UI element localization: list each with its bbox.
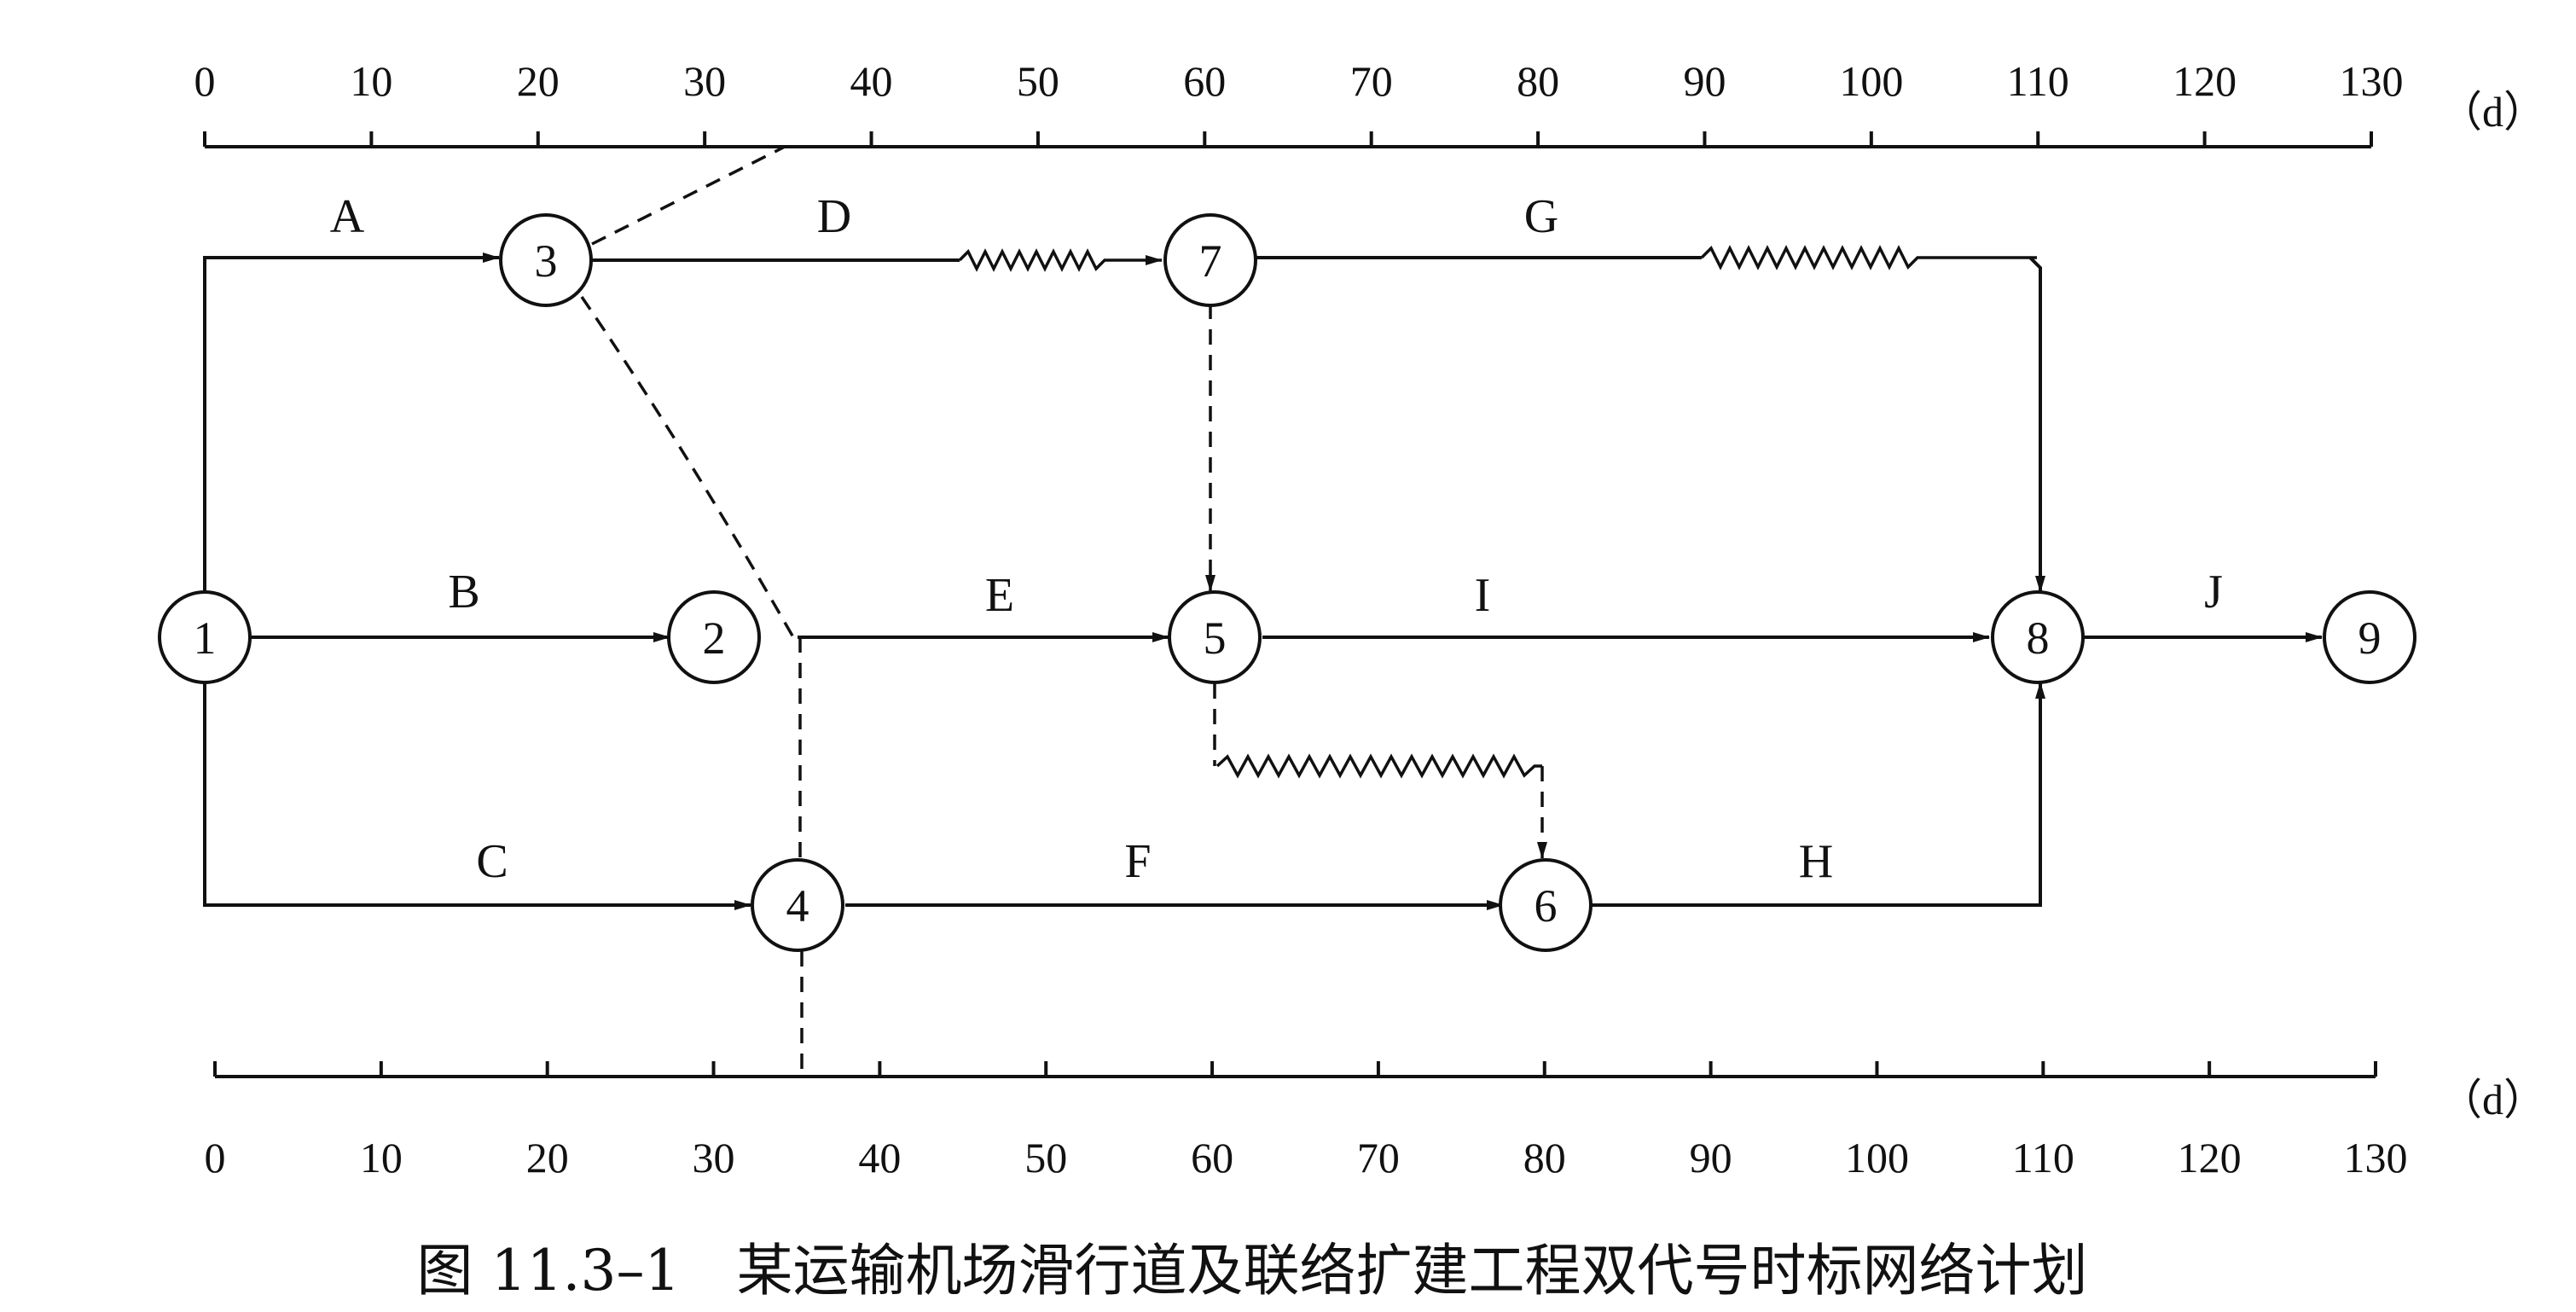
activity-label-b: B — [448, 566, 479, 618]
bottom-scale-tick-label-20: 20 — [526, 1134, 569, 1181]
node-8: 8 — [1991, 590, 2085, 684]
svg-text:7: 7 — [1199, 235, 1222, 287]
activity-label-a: A — [330, 190, 365, 243]
node-4: 4 — [751, 858, 844, 952]
top-scale-tick-label-60: 60 — [1183, 57, 1226, 105]
top-scale-tick-label-40: 40 — [850, 57, 893, 105]
activity-label-f: F — [1124, 835, 1151, 888]
top-scale-ticks: 0 10 20 30 40 50 60 70 80 90 100 110 120 130 — [194, 57, 2404, 147]
top-scale-tick-label-100: 100 — [1839, 57, 1903, 105]
dummy-5-6-free-float — [1215, 753, 1542, 779]
svg-text:9: 9 — [2358, 612, 2382, 664]
figure-caption: 图 11.3–1 某运输机场滑行道及联络扩建工程双代号时标网络计划 — [417, 1238, 2088, 1303]
activity-label-e: E — [985, 569, 1014, 622]
svg-text:4: 4 — [786, 880, 809, 932]
top-scale-unit: （d） — [2440, 88, 2546, 136]
bottom-scale-tick-label-50: 50 — [1024, 1134, 1067, 1181]
bottom-scale-tick-label-110: 110 — [2012, 1134, 2074, 1181]
activity-label-d: D — [817, 190, 851, 243]
top-scale-tick-label-20: 20 — [517, 57, 560, 105]
bottom-scale-tick-label-10: 10 — [360, 1134, 403, 1181]
activity-label-j: J — [2204, 566, 2223, 618]
activity-a-arrow — [203, 253, 500, 637]
activity-label-h: H — [1799, 835, 1833, 888]
top-scale-tick-label-130: 130 — [2340, 57, 2404, 105]
top-scale-tick-label-120: 120 — [2173, 57, 2237, 105]
bottom-scale-tick-label-40: 40 — [858, 1134, 901, 1181]
top-scale-tick-label-110: 110 — [2007, 57, 2069, 105]
bottom-scale-tick-label-60: 60 — [1191, 1134, 1233, 1181]
node-7: 7 — [1163, 213, 1257, 307]
activity-g-free-float — [1700, 245, 2037, 270]
activity-labels: A B C D E F G I H J — [330, 190, 2223, 888]
top-scale-tick-label-30: 30 — [683, 57, 726, 105]
node-5: 5 — [1168, 590, 1262, 684]
bottom-scale-tick-label-120: 120 — [2178, 1134, 2242, 1181]
node-9: 9 — [2323, 590, 2416, 684]
bottom-scale-tick-label-130: 130 — [2344, 1134, 2408, 1181]
svg-text:6: 6 — [1535, 880, 1558, 932]
node-2: 2 — [667, 590, 761, 684]
progress-link-lower — [580, 296, 795, 638]
activity-label-c: C — [476, 835, 508, 888]
svg-text:8: 8 — [2027, 612, 2050, 664]
top-scale-tick-label-80: 80 — [1517, 57, 1559, 105]
node-1: 1 — [158, 590, 252, 684]
network-nodes: 1 2 3 4 5 6 7 8 — [158, 213, 2416, 952]
free-float-lines — [958, 245, 2045, 779]
svg-text:5: 5 — [1204, 612, 1227, 664]
top-scale-tick-label-0: 0 — [194, 57, 216, 105]
top-time-scale: 0 10 20 30 40 50 60 70 80 90 100 110 120 130 （d） — [194, 57, 2546, 148]
activity-h-arrow — [1592, 682, 2045, 907]
activity-c-arrow — [203, 637, 751, 910]
bottom-scale-tick-label-80: 80 — [1523, 1134, 1566, 1181]
bottom-scale-tick-label-90: 90 — [1690, 1134, 1732, 1181]
top-scale-tick-label-10: 10 — [350, 57, 392, 105]
node-6: 6 — [1499, 858, 1593, 952]
bottom-scale-tick-label-0: 0 — [205, 1134, 226, 1181]
activity-label-g: G — [1524, 190, 1558, 243]
bottom-scale-tick-label-100: 100 — [1845, 1134, 1909, 1181]
node-3: 3 — [499, 213, 593, 307]
activity-g-to-node8 — [2028, 256, 2045, 593]
activity-label-i: I — [1475, 569, 1491, 622]
svg-text:2: 2 — [703, 612, 726, 664]
bottom-scale-unit: （d） — [2440, 1076, 2546, 1123]
top-scale-tick-label-90: 90 — [1683, 57, 1726, 105]
svg-text:1: 1 — [194, 612, 217, 664]
svg-text:3: 3 — [535, 235, 558, 287]
bottom-scale-tick-label-70: 70 — [1357, 1134, 1400, 1181]
dummy-arrows — [580, 145, 1547, 1077]
activity-arrows — [203, 253, 2323, 910]
progress-link-top — [591, 145, 786, 246]
top-scale-tick-label-70: 70 — [1350, 57, 1393, 105]
top-scale-tick-label-50: 50 — [1017, 57, 1059, 105]
activity-d-free-float — [958, 248, 1163, 272]
bottom-time-scale: 0 10 20 30 40 50 60 70 80 90 100 110 120 130 （d） — [205, 1061, 2546, 1181]
bottom-scale-tick-label-30: 30 — [693, 1134, 735, 1181]
bottom-scale-ticks: 0 10 20 30 40 50 60 70 80 90 100 110 120 130 — [205, 1061, 2408, 1181]
